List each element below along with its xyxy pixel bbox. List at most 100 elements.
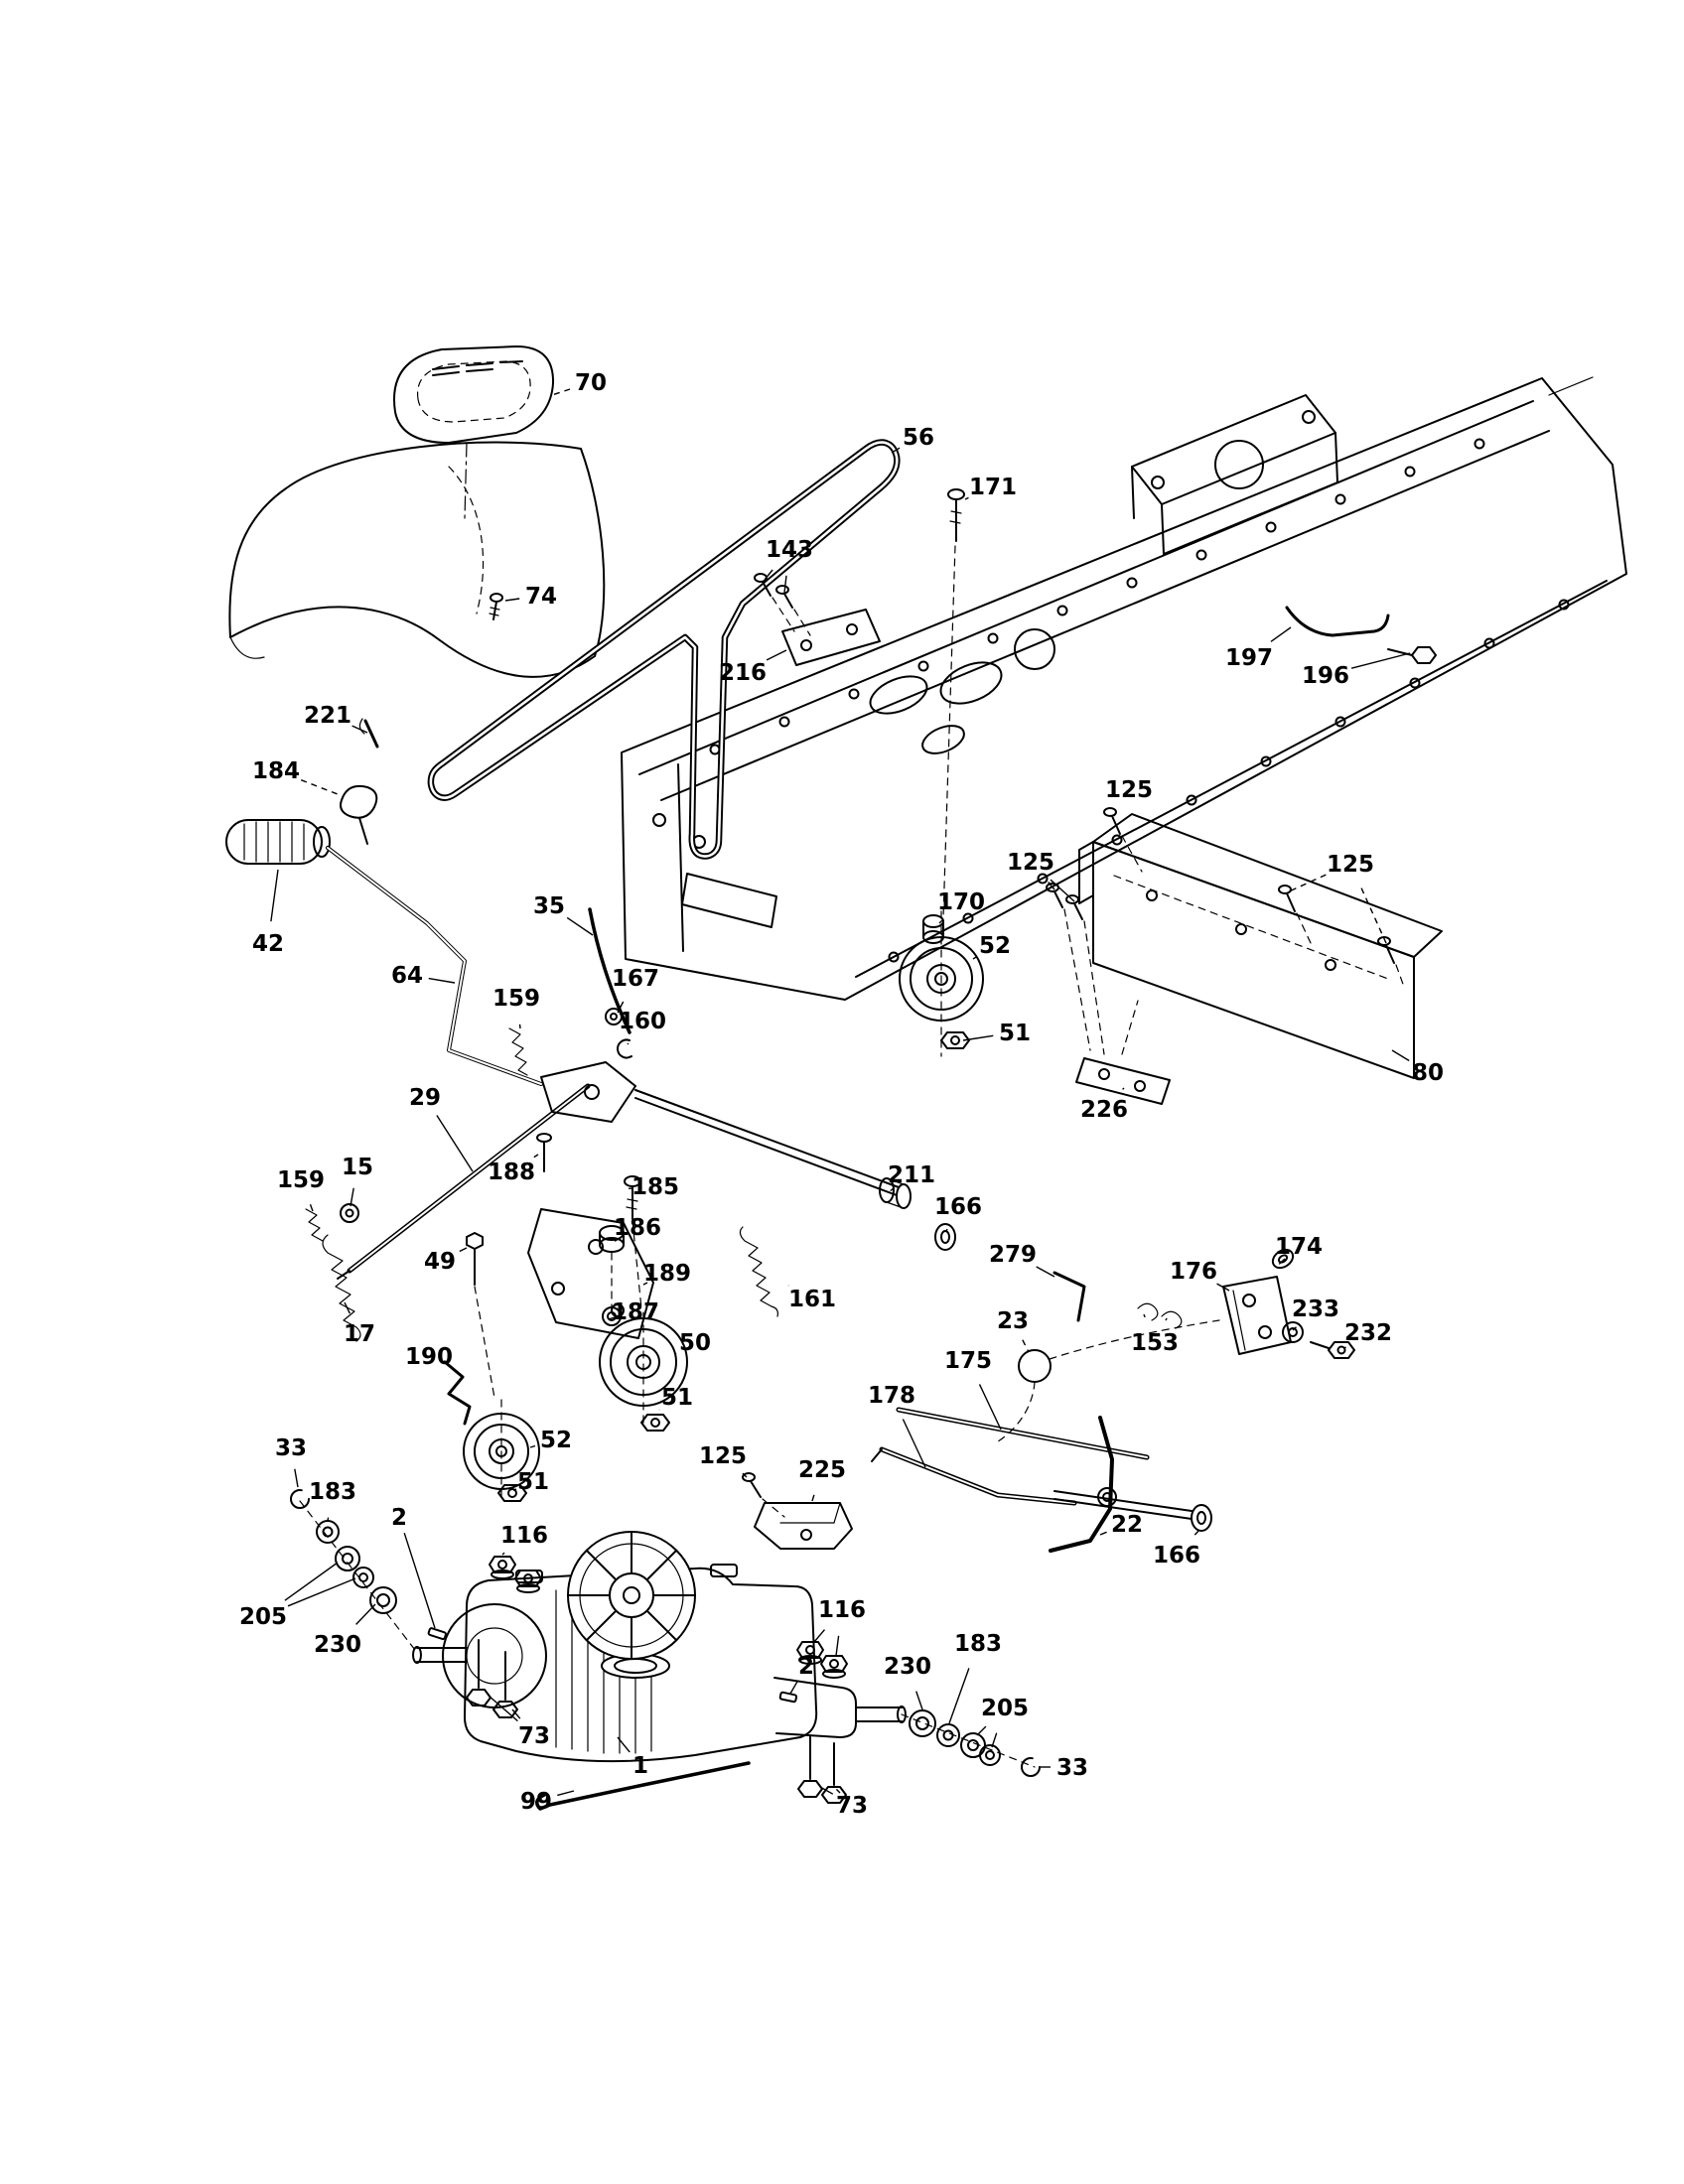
chassis-frame-shape — [1014, 628, 1055, 670]
leader-line-176 — [1216, 1283, 1230, 1292]
bracket-189 — [527, 1208, 654, 1339]
part-callout-73: 73 — [836, 1793, 868, 1819]
nut-51-lower-shape — [497, 1484, 527, 1502]
washer-167 — [605, 1008, 623, 1025]
bearing-230-right — [909, 1709, 936, 1737]
bracket-216 — [781, 609, 881, 666]
part-callout-42: 42 — [252, 931, 284, 957]
nut-51-lower-shape — [507, 1488, 517, 1498]
drag-link-group-shape — [634, 1097, 898, 1196]
chassis-frame-shape — [621, 377, 1627, 1001]
leader-line-51 — [512, 1488, 517, 1492]
part-callout-232: 232 — [1344, 1320, 1392, 1346]
bolt-188-shape — [536, 1133, 552, 1143]
frame-holes-shape — [1037, 873, 1049, 885]
washer-233-shape — [1282, 1321, 1304, 1343]
washer-233 — [1282, 1321, 1304, 1343]
part-callout-125: 125 — [1327, 852, 1374, 878]
part-callout-153: 153 — [1131, 1330, 1179, 1356]
brake-linkage-group-shape — [1053, 1490, 1193, 1512]
bearing-230-right-shape — [915, 1716, 929, 1730]
screws-125-shape — [1065, 894, 1079, 904]
bracket-226 — [1075, 1000, 1171, 1105]
bolt-232 — [1310, 1341, 1355, 1359]
leader-line-226 — [1122, 1087, 1125, 1090]
pulley-52-top-shape — [910, 947, 973, 1011]
frame-holes-shape — [1111, 834, 1123, 846]
screw-125-bracket — [742, 1472, 785, 1518]
frame-holes-shape — [1126, 577, 1138, 589]
washer-183-right-shape — [942, 1729, 954, 1741]
clip-153-b — [1161, 1310, 1183, 1329]
washers-205-left-shape — [358, 1572, 368, 1582]
drag-link-group-shape — [349, 1085, 589, 1272]
bracket-226-shape — [1121, 1000, 1139, 1055]
part-callout-183: 183 — [309, 1479, 356, 1505]
ball-23 — [1018, 1349, 1052, 1383]
leader-line-73 — [511, 1708, 521, 1719]
bracket-226-shape — [1134, 1080, 1146, 1092]
nuts-116-right-shape — [798, 1655, 822, 1665]
leader-line-230 — [355, 1603, 376, 1625]
leader-line-216 — [766, 649, 787, 661]
leader-line-35 — [566, 916, 594, 936]
part-callout-230: 230 — [314, 1632, 361, 1658]
handle-grip-42-shape — [225, 819, 323, 865]
leader-line-1 — [617, 1736, 631, 1753]
leader-line-196 — [1350, 652, 1411, 669]
screws-125-shape — [1377, 936, 1391, 946]
bolt-171 — [942, 488, 965, 919]
leader-line-15 — [350, 1187, 354, 1207]
leader-line-143 — [783, 575, 787, 594]
pin-221-shape — [363, 719, 379, 749]
idler-bracket-group-shape — [632, 1220, 642, 1309]
washers-205-right-shape — [979, 1744, 1001, 1766]
drag-link-group-shape — [337, 1270, 351, 1280]
pin-221-shape — [358, 718, 365, 735]
leader-line-42 — [270, 869, 279, 922]
spring-159-upper — [508, 1027, 528, 1076]
rod-197 — [1285, 606, 1390, 637]
screws-143-shape — [783, 593, 793, 609]
screw-74-shape — [489, 613, 499, 616]
part-callout-116: 116 — [818, 1597, 866, 1623]
frame-holes-shape — [848, 688, 860, 700]
idler-bracket-group-shape — [551, 1282, 565, 1296]
part-callout-159: 159 — [277, 1167, 325, 1193]
bushing-186-shape — [599, 1237, 625, 1253]
frame-holes-shape — [917, 660, 929, 672]
rear-crossmember-shape — [1214, 440, 1264, 489]
nuts-116-left-shape — [491, 1570, 514, 1579]
pin-221 — [358, 718, 379, 749]
part-callout-170: 170 — [937, 889, 985, 915]
part-callout-99: 99 — [520, 1789, 552, 1815]
pulley-52-lower-shape — [474, 1424, 529, 1479]
leader-line-73 — [835, 1788, 841, 1794]
nut-51-mid — [640, 1414, 670, 1432]
washer-166-shaft — [1191, 1504, 1212, 1532]
part-callout-225: 225 — [798, 1457, 846, 1483]
frame-holes-shape — [1409, 677, 1421, 689]
part-callout-52: 52 — [540, 1428, 572, 1453]
chassis-frame-shape — [855, 580, 1608, 978]
screws-143-shape — [762, 581, 772, 597]
washers-205-left-shape — [352, 1567, 374, 1588]
pulley-50-shape — [599, 1317, 688, 1407]
leader-line-50 — [674, 1352, 677, 1355]
hood-fender-panel-shape — [228, 441, 582, 638]
leader-line-230 — [915, 1691, 923, 1710]
washers-205-right-shape — [985, 1750, 995, 1760]
ring-33-left — [290, 1489, 310, 1509]
screws-125-shape — [1063, 908, 1091, 1051]
leader-line-125 — [1048, 882, 1055, 890]
part-callout-125: 125 — [1007, 850, 1054, 876]
cooling-fan-shape — [646, 1610, 677, 1641]
brake-linkage-group-shape — [994, 1381, 1036, 1444]
chassis-frame-shape — [869, 675, 928, 715]
leader-line-70 — [551, 388, 571, 396]
screws-125-shape — [1083, 920, 1105, 1055]
bolt-49 — [466, 1232, 484, 1286]
guard-left-tab — [1078, 841, 1094, 904]
leader-line-187 — [609, 1315, 620, 1320]
chassis-frame-shape — [681, 873, 777, 928]
